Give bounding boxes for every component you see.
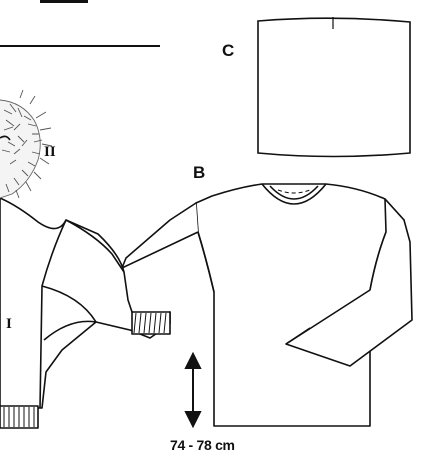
jacket-drawing: [0, 197, 171, 429]
sweater-drawing: [121, 183, 413, 427]
corner-mark: [40, 0, 88, 3]
sweater-label: B: [193, 163, 206, 182]
length-arrow: [184, 351, 202, 429]
piece-one-label: I: [6, 316, 12, 332]
length-measurement-label: 74 - 78 cm: [170, 437, 235, 453]
fur-collar-drawing: [0, 89, 53, 199]
cowl-label: C: [222, 41, 235, 60]
piece-two-label: II: [44, 144, 56, 160]
cowl-drawing: [257, 17, 411, 158]
